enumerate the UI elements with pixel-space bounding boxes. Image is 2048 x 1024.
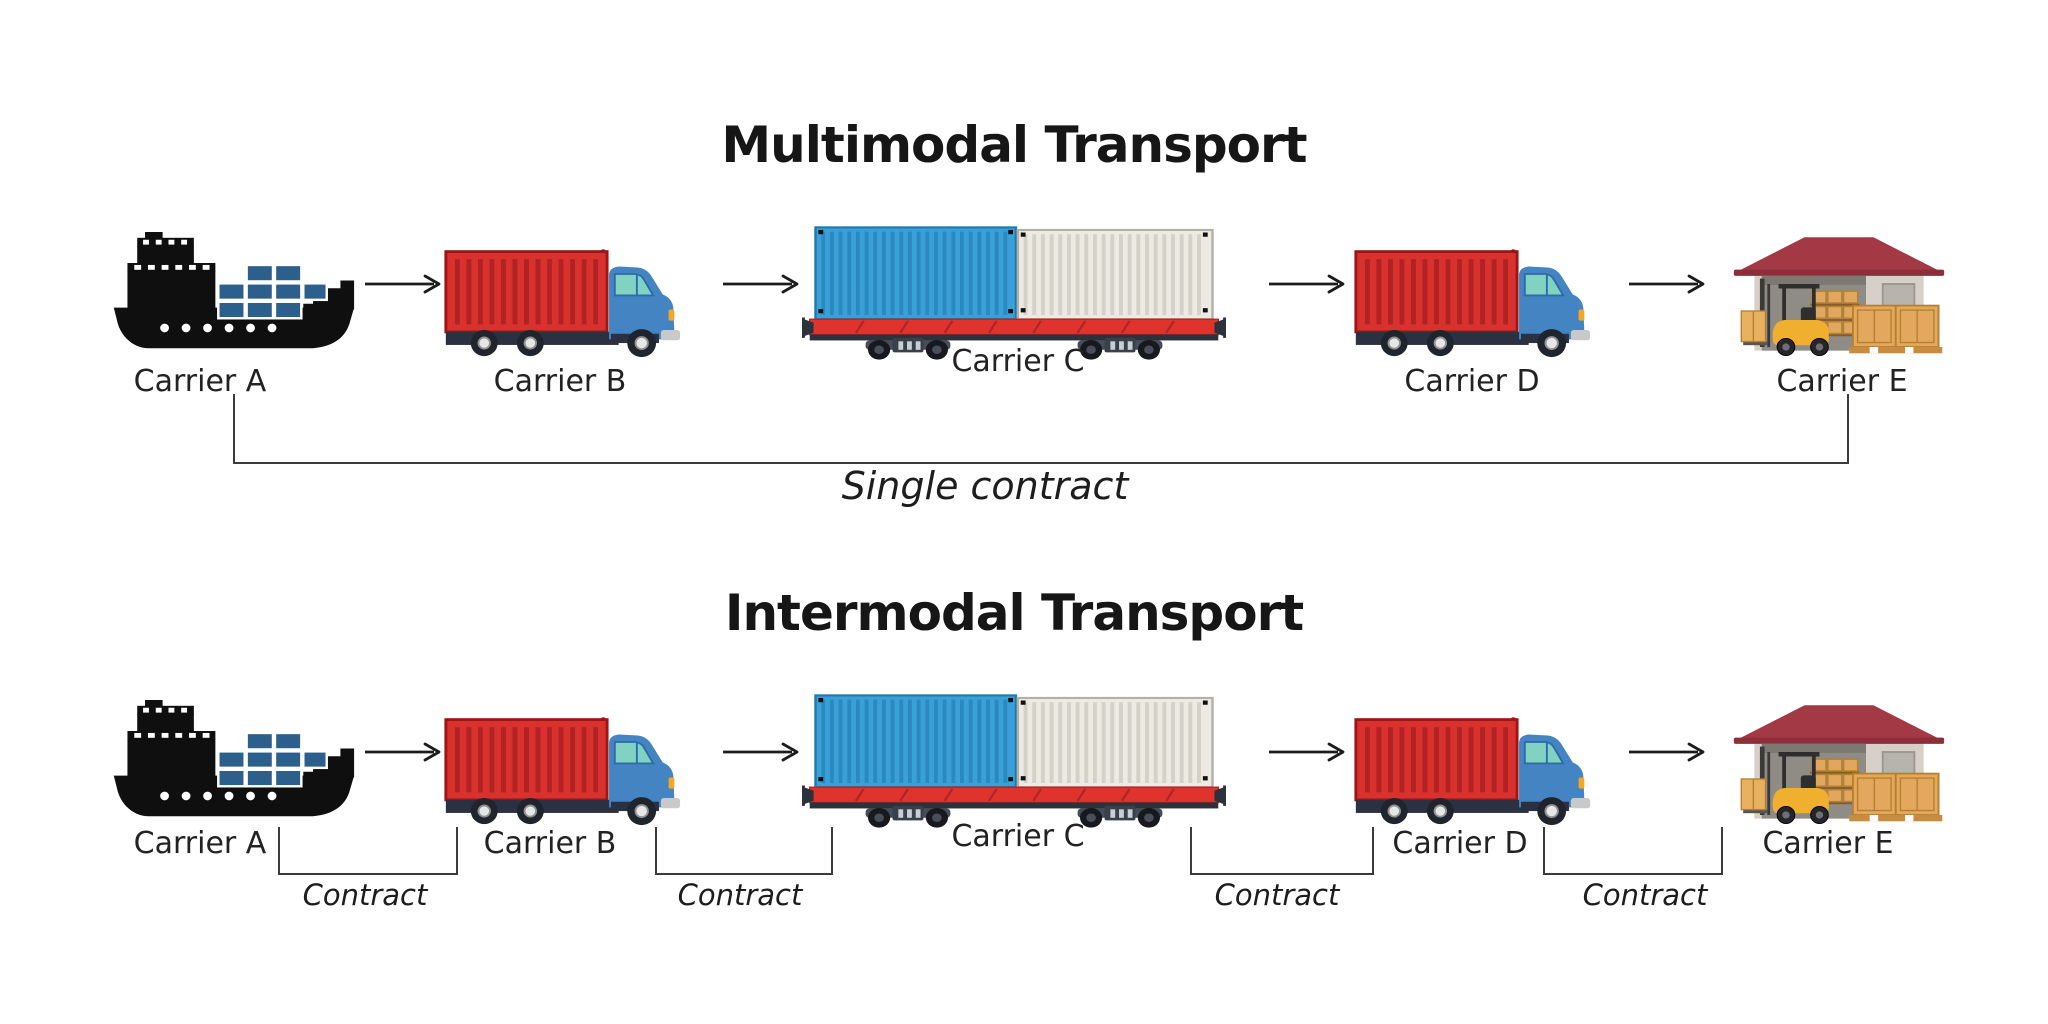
contract-bracket-c-d bbox=[1190, 827, 1374, 875]
carrier-label: Carrier A bbox=[133, 826, 267, 861]
single-contract-label: Single contract bbox=[841, 464, 1129, 508]
carrier-label: Carrier B bbox=[493, 364, 627, 399]
container-truck-icon bbox=[1352, 246, 1592, 358]
carrier-label: Carrier B bbox=[483, 826, 617, 861]
contract-bracket-a-b bbox=[278, 827, 458, 875]
carrier-label: Carrier C bbox=[951, 819, 1085, 854]
carrier-label: Carrier E bbox=[1762, 826, 1894, 861]
flow-arrow-icon bbox=[1627, 742, 1705, 762]
rail-flatcar-icon bbox=[802, 224, 1226, 360]
cargo-ship-icon bbox=[112, 232, 356, 350]
warehouse-forklift-icon bbox=[1732, 704, 1946, 824]
carrier-label: Carrier D bbox=[1404, 364, 1540, 399]
container-truck-icon bbox=[442, 246, 682, 358]
contract-bracket-d-e bbox=[1543, 827, 1723, 875]
carrier-label: Carrier D bbox=[1392, 826, 1528, 861]
flow-arrow-icon bbox=[721, 742, 799, 762]
contract-label: Contract bbox=[1214, 878, 1340, 912]
intermodal-section-title: Intermodal Transport bbox=[724, 584, 1304, 642]
flow-arrow-icon bbox=[1267, 742, 1345, 762]
contract-label: Contract bbox=[302, 878, 428, 912]
flow-arrow-icon bbox=[1627, 274, 1705, 294]
rail-flatcar-icon bbox=[802, 692, 1226, 828]
carrier-label: Carrier C bbox=[951, 344, 1085, 379]
contract-bracket-b-c bbox=[655, 827, 833, 875]
carrier-label: Carrier A bbox=[133, 364, 267, 399]
flow-arrow-icon bbox=[363, 742, 441, 762]
single-contract-bracket bbox=[233, 394, 1849, 464]
flow-arrow-icon bbox=[1267, 274, 1345, 294]
multimodal-section-title: Multimodal Transport bbox=[721, 116, 1307, 174]
contract-label: Contract bbox=[677, 878, 803, 912]
contract-label: Contract bbox=[1582, 878, 1708, 912]
flow-arrow-icon bbox=[721, 274, 799, 294]
container-truck-icon bbox=[442, 714, 682, 826]
container-truck-icon bbox=[1352, 714, 1592, 826]
carrier-label: Carrier E bbox=[1776, 364, 1908, 399]
cargo-ship-icon bbox=[112, 700, 356, 818]
flow-arrow-icon bbox=[363, 274, 441, 294]
warehouse-forklift-icon bbox=[1732, 236, 1946, 356]
